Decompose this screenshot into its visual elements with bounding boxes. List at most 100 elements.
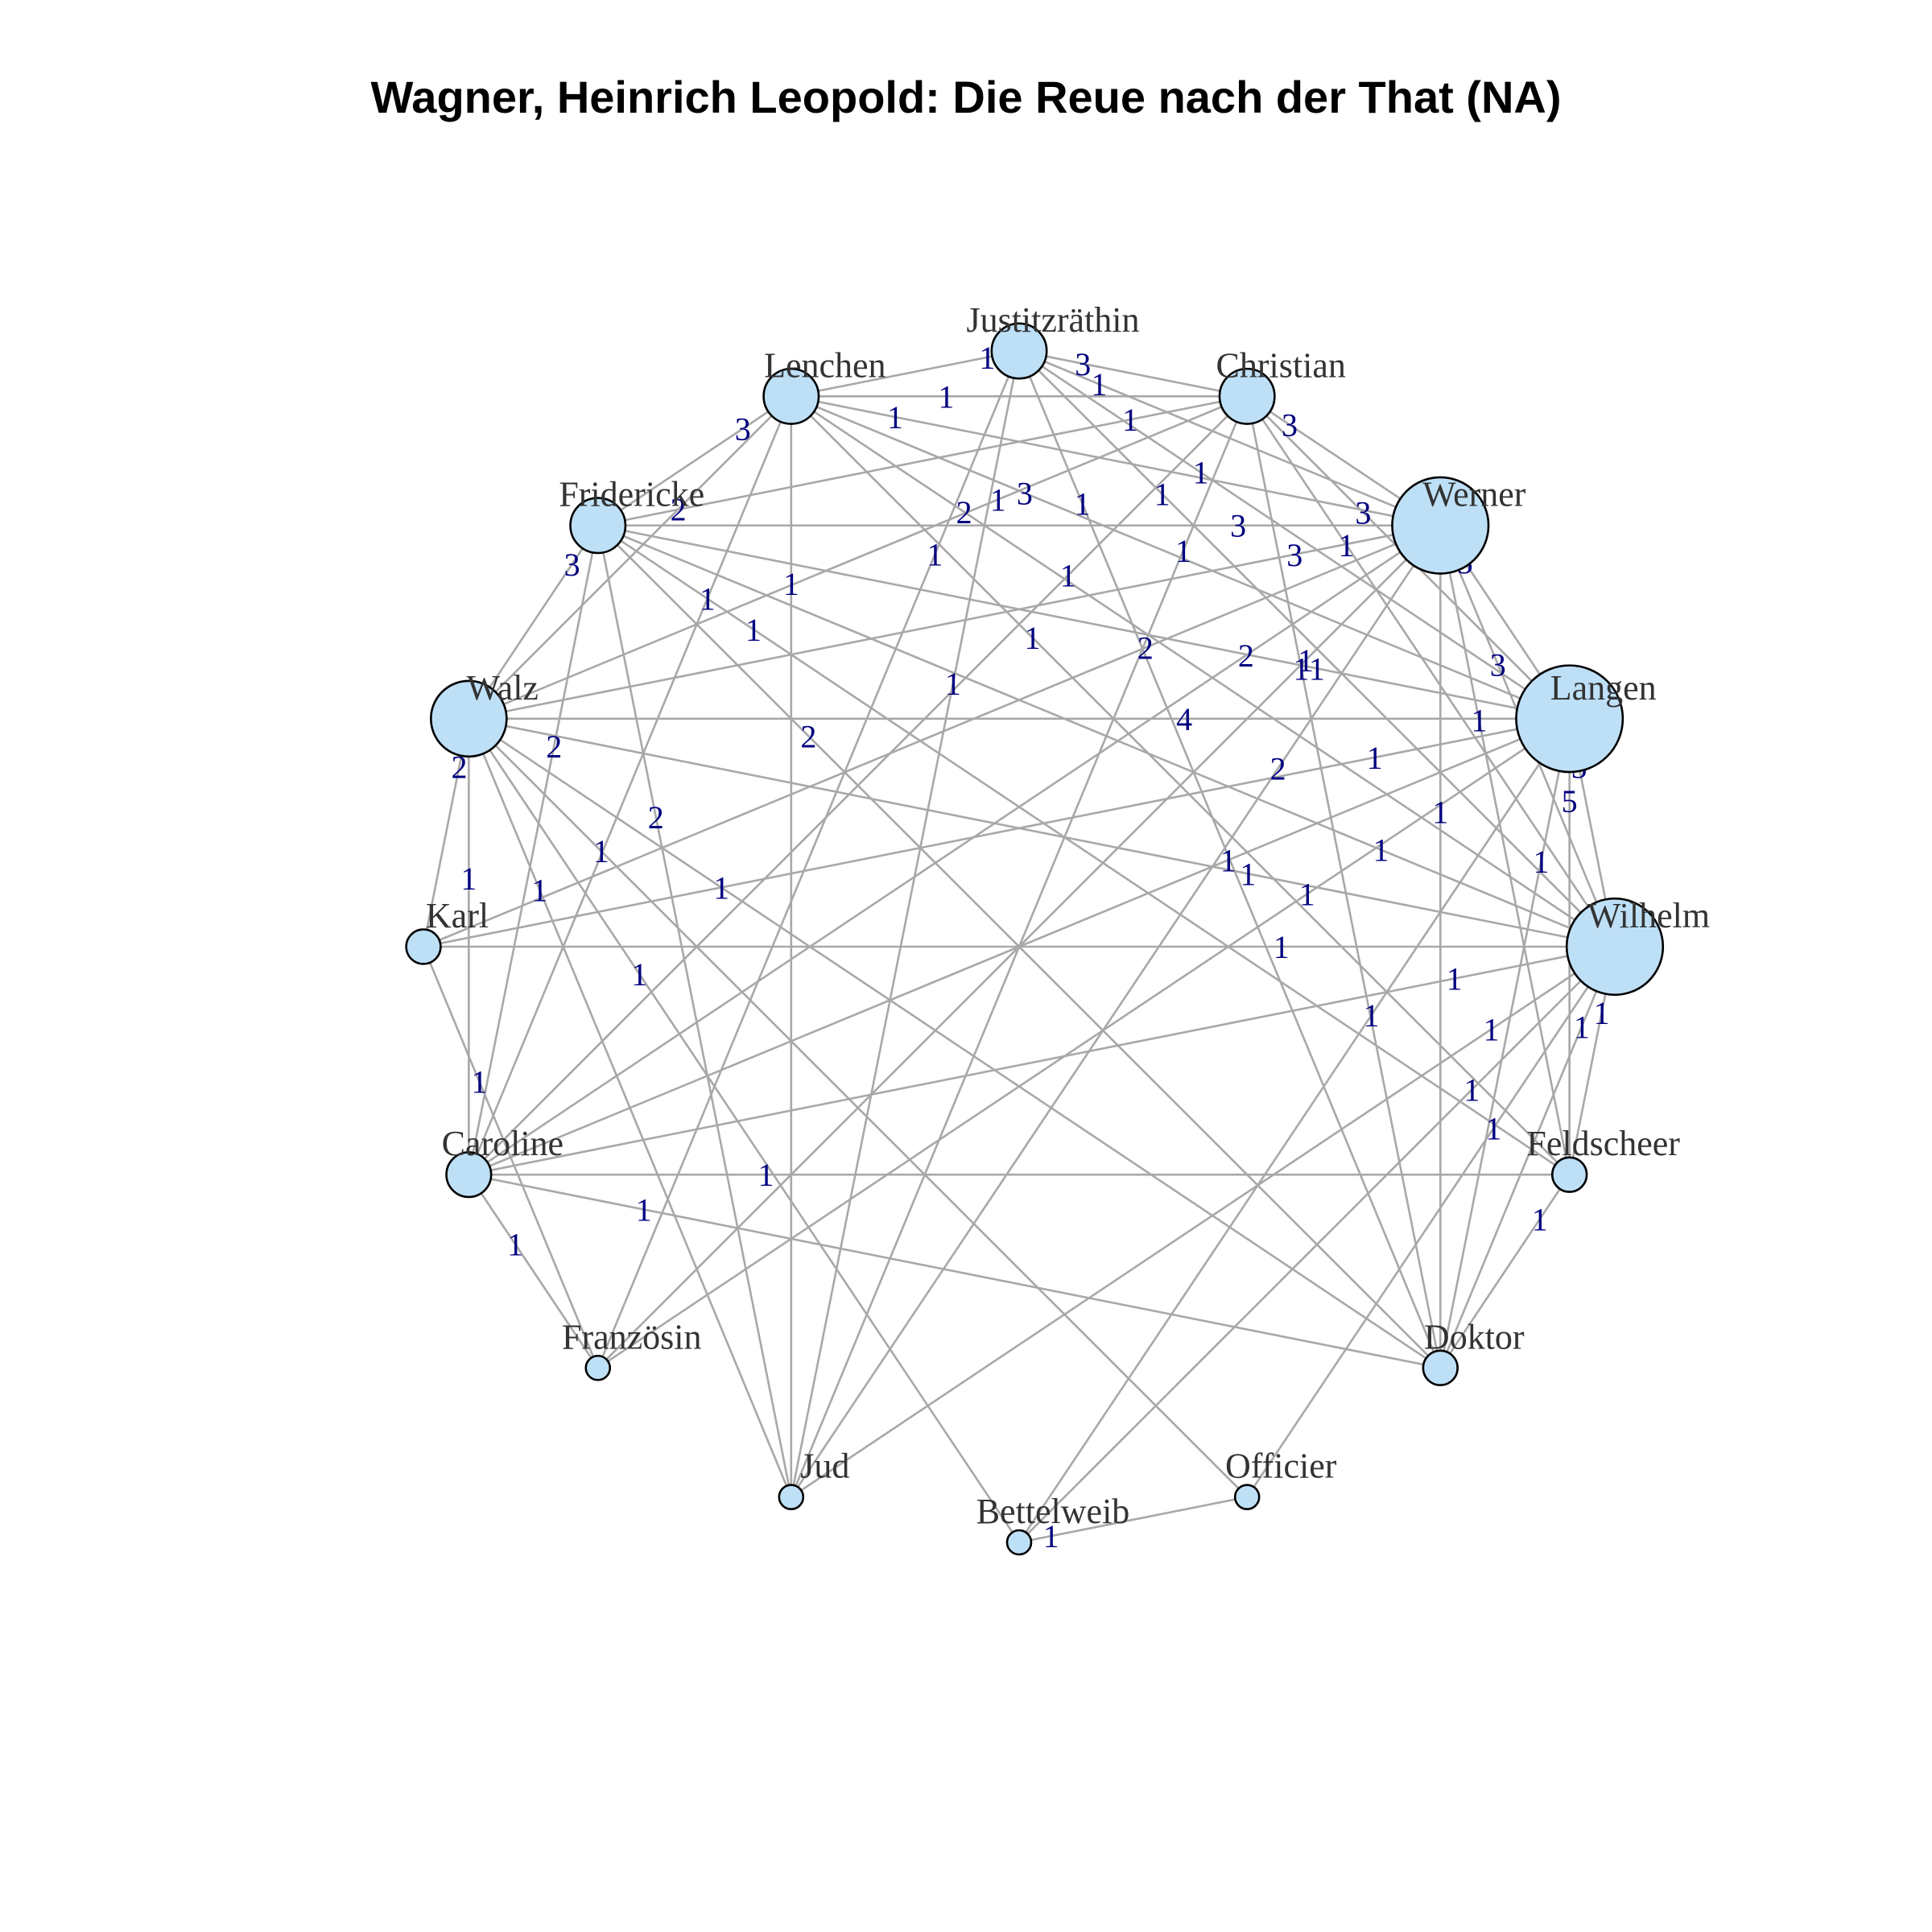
node-werner bbox=[1391, 476, 1490, 575]
edge-weight-label: 1 bbox=[1043, 1518, 1059, 1554]
edge-weight-label: 1 bbox=[1154, 477, 1170, 513]
edge-weight-label: 1 bbox=[745, 612, 762, 648]
edge-caroline-franzosin bbox=[468, 1174, 599, 1368]
edge-weight-label: 1 bbox=[1574, 1009, 1590, 1045]
edge-lenchen-fridericke bbox=[597, 395, 792, 526]
edge-layer bbox=[422, 349, 1616, 1544]
edge-weight-label: 1 bbox=[531, 873, 547, 909]
node-label-lenchen: Lenchen bbox=[764, 345, 886, 385]
edge-christian-walz bbox=[468, 395, 1248, 720]
edge-weight-label: 1 bbox=[1471, 703, 1487, 739]
edge-christian-fridericke bbox=[597, 395, 1248, 527]
edge-justitzrathin-langen bbox=[1018, 349, 1571, 720]
edge-christian-wilhelm bbox=[1246, 395, 1616, 947]
edge-weight-label: 3 bbox=[1075, 346, 1091, 382]
edge-weight-label: 2 bbox=[956, 494, 972, 530]
node-label-franzosin: Französin bbox=[562, 1317, 702, 1356]
edge-wilhelm-doktor bbox=[1439, 946, 1616, 1368]
edge-weight-label: 1 bbox=[927, 537, 943, 573]
edge-weight-label: 1 bbox=[945, 666, 961, 702]
edge-weight-label: 3 bbox=[735, 411, 751, 447]
chart-title: Wagner, Heinrich Leopold: Die Reue nach … bbox=[370, 72, 1562, 122]
edge-lenchen-werner bbox=[791, 395, 1441, 527]
edge-weight-label: 1 bbox=[1220, 842, 1236, 878]
edge-weight-label: 2 bbox=[452, 749, 468, 785]
node-label-langen: Langen bbox=[1550, 668, 1657, 708]
edge-weight-label: 1 bbox=[1364, 997, 1380, 1034]
edge-weight-label: 3 bbox=[1355, 495, 1371, 531]
node-doktor bbox=[1422, 1349, 1459, 1386]
node-label-christian: Christian bbox=[1216, 345, 1346, 385]
edge-weight-label: 1 bbox=[1373, 832, 1389, 869]
node-caroline bbox=[445, 1151, 493, 1199]
edge-weight-label: 1 bbox=[758, 1157, 774, 1193]
edge-weight-label: 1 bbox=[1175, 533, 1191, 569]
node-franzosin bbox=[584, 1354, 612, 1381]
node-label-fridericke: Fridericke bbox=[559, 475, 704, 514]
edge-walz-doktor bbox=[468, 717, 1441, 1369]
edge-weight-label: 1 bbox=[783, 566, 799, 602]
edge-weight-label: 1 bbox=[1274, 929, 1290, 965]
edge-langen-doktor bbox=[1439, 718, 1571, 1368]
node-jud bbox=[778, 1484, 805, 1510]
edge-weight-label: 1 bbox=[1463, 1072, 1480, 1108]
edge-weight-label: 1 bbox=[1594, 995, 1610, 1031]
node-christian bbox=[1218, 367, 1276, 425]
edge-weight-label: 2 bbox=[648, 799, 664, 836]
node-walz bbox=[430, 679, 508, 758]
edge-werner-feldscheer bbox=[1439, 525, 1571, 1175]
edge-weight-label: 1 bbox=[1193, 455, 1209, 491]
node-label-werner: Werner bbox=[1422, 475, 1526, 514]
edge-karl-franzosin bbox=[422, 946, 599, 1368]
edge-weight-label: 3 bbox=[1286, 537, 1302, 573]
node-wilhelm bbox=[1565, 897, 1665, 997]
edge-fridericke-doktor bbox=[597, 524, 1442, 1369]
edge-werner-jud bbox=[790, 525, 1442, 1498]
edge-wilhelm-fridericke bbox=[597, 524, 1616, 948]
edge-werner-caroline bbox=[468, 524, 1441, 1176]
node-label-caroline: Caroline bbox=[442, 1124, 564, 1163]
edge-weight-label: 1 bbox=[1484, 1012, 1500, 1048]
edge-fridericke-jud bbox=[597, 525, 793, 1497]
edge-weight-label: 1 bbox=[1367, 740, 1383, 776]
edge-langen-fridericke bbox=[597, 524, 1570, 720]
edge-weight-label: 1 bbox=[713, 869, 729, 906]
node-karl bbox=[405, 928, 442, 965]
edge-weight-label: 1 bbox=[1091, 366, 1107, 402]
edge-weight-label: 1 bbox=[1532, 1201, 1548, 1237]
node-bettelweib bbox=[1005, 1529, 1033, 1556]
node-label-wilhelm: Wilhelm bbox=[1587, 896, 1710, 935]
edge-weight-label: 1 bbox=[471, 1063, 487, 1100]
node-langen bbox=[1515, 664, 1624, 774]
edge-weight-label: 1 bbox=[1485, 1111, 1501, 1147]
node-fridericke bbox=[569, 497, 627, 555]
edge-weight-label: 1 bbox=[1447, 961, 1463, 997]
edge-walz-officier bbox=[468, 717, 1249, 1498]
edge-werner-karl bbox=[423, 524, 1441, 948]
edge-bettelweib-officier bbox=[1018, 1496, 1248, 1544]
edge-weight-label: 1 bbox=[460, 861, 477, 897]
edge-justitzrathin-jud bbox=[790, 350, 1021, 1497]
edge-langen-franzosin bbox=[597, 717, 1571, 1369]
edge-weight-label: 1 bbox=[887, 399, 903, 436]
edge-caroline-doktor bbox=[469, 1173, 1441, 1369]
node-feldscheer bbox=[1550, 1156, 1588, 1193]
edge-justitzrathin-christian bbox=[1018, 349, 1248, 398]
edge-fridericke-feldscheer bbox=[597, 524, 1571, 1176]
edge-wilhelm-caroline bbox=[469, 945, 1616, 1176]
node-label-walz: Walz bbox=[467, 668, 539, 708]
edge-weight-label: 1 bbox=[1025, 620, 1041, 656]
edge-weight-label: 1 bbox=[1298, 642, 1314, 679]
edge-walz-jud bbox=[468, 718, 793, 1498]
node-label-layer: JustitzräthinChristianWernerLangenWilhel… bbox=[426, 300, 1710, 1531]
node-label-bettelweib: Bettelweib bbox=[976, 1492, 1130, 1531]
edge-weight-label: 2 bbox=[1238, 638, 1254, 674]
node-label-officier: Officier bbox=[1225, 1447, 1337, 1486]
edge-walz-bettelweib bbox=[468, 718, 1021, 1543]
edge-weight-label: 3 bbox=[1282, 407, 1298, 444]
edge-weight-label: 3 bbox=[1230, 508, 1246, 544]
edge-weight-label: 1 bbox=[1339, 527, 1355, 564]
edge-weight-label: 4 bbox=[1176, 701, 1192, 737]
edge-weight-label: 3 bbox=[564, 547, 580, 583]
